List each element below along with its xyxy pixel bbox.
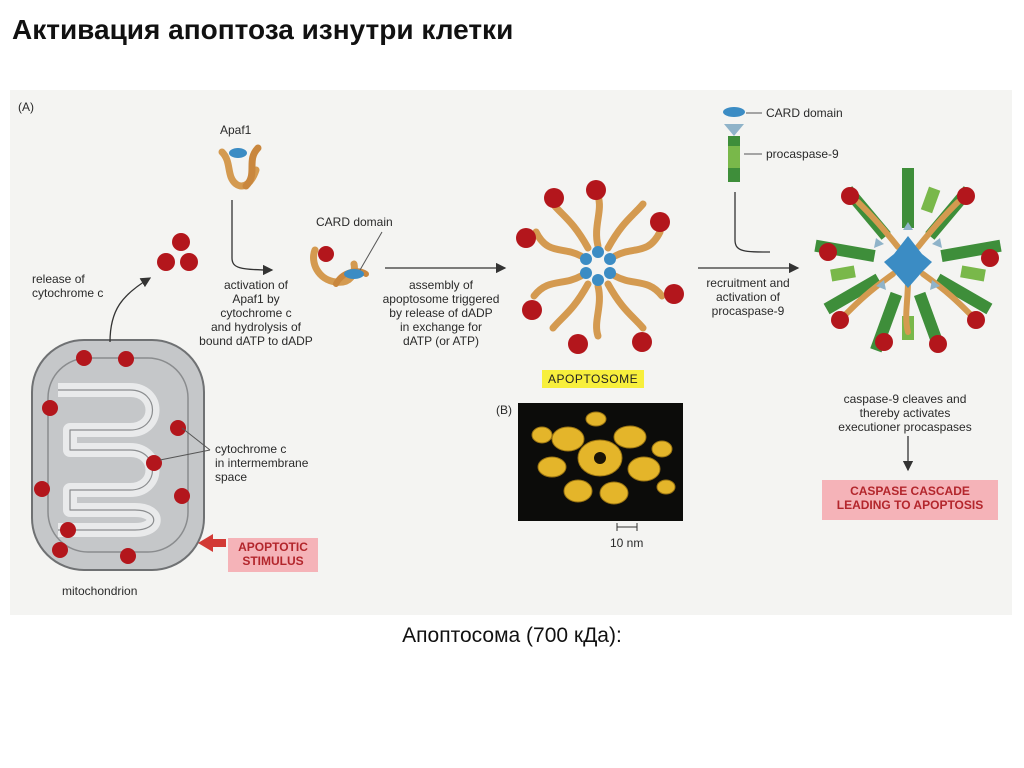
card-domain-label-2: CARD domain bbox=[766, 106, 843, 120]
panel-a-label: (A) bbox=[18, 100, 34, 114]
apoptosome-em-image bbox=[518, 403, 683, 521]
activation-line-2: Apaf1 by bbox=[232, 292, 280, 306]
cytc-line-1: cytochrome c bbox=[215, 442, 287, 456]
mitochondrion bbox=[31, 339, 205, 571]
stimulus-line-2: STIMULUS bbox=[242, 554, 304, 568]
recruitment-line-1: recruitment and bbox=[706, 276, 790, 290]
assembly-line-4: in exchange for bbox=[399, 320, 483, 334]
apoptosome bbox=[516, 180, 684, 354]
assembly-label: assembly of apoptosome triggered by rele… bbox=[366, 278, 516, 348]
cytochrome-c-dots-mito bbox=[34, 350, 190, 564]
assembly-line-1: assembly of bbox=[408, 278, 474, 292]
figure-caption: Апоптосома (700 кДа): bbox=[402, 624, 622, 647]
apaf1-label: Apaf1 bbox=[220, 123, 252, 137]
assembly-line-2: apoptosome triggered bbox=[382, 292, 500, 306]
cytc-line-3: space bbox=[215, 470, 248, 484]
assembly-line-5: dATP (or ATP) bbox=[402, 334, 480, 348]
activation-label: activation of Apaf1 by cytochrome c and … bbox=[186, 278, 326, 348]
apaf1-inactive bbox=[218, 144, 262, 190]
scale-bar-label: 10 nm bbox=[610, 536, 644, 550]
cleave-line-1: caspase-9 cleaves and bbox=[843, 392, 967, 406]
stimulus-line-1: APOPTOTIC bbox=[238, 540, 308, 554]
panel-b-label: (B) bbox=[496, 403, 512, 417]
apoptosome-label: APOPTOSOME bbox=[542, 370, 645, 388]
apoptotic-stimulus-box: APOPTOTIC STIMULUS bbox=[228, 538, 318, 572]
cleave-label: caspase-9 cleaves and thereby activates … bbox=[820, 392, 990, 434]
cleave-line-3: executioner procaspases bbox=[838, 420, 972, 434]
mitochondrion-label: mitochondrion bbox=[62, 584, 138, 598]
procaspase-9-label: procaspase-9 bbox=[766, 147, 839, 161]
caspase-cascade-box: CASPASE CASCADE LEADING TO APOPTOSIS bbox=[822, 480, 998, 520]
stimulus-arrow bbox=[198, 534, 226, 552]
procaspase-9 bbox=[723, 107, 762, 182]
release-line-2: cytochrome c bbox=[32, 286, 104, 300]
released-cytochrome-c bbox=[157, 233, 198, 271]
recruitment-label: recruitment and activation of procaspase… bbox=[688, 276, 808, 318]
activation-line-3: cytochrome c bbox=[220, 306, 292, 320]
cleave-line-2: thereby activates bbox=[859, 406, 951, 420]
activation-line-4: and hydrolysis of bbox=[210, 320, 302, 334]
release-label: release of cytochrome c bbox=[32, 272, 103, 300]
recruitment-line-2: activation of bbox=[715, 290, 781, 304]
card-domain-label-1: CARD domain bbox=[316, 215, 393, 229]
cascade-line-2: LEADING TO APOPTOSIS bbox=[836, 498, 984, 512]
page-title: Активация апоптоза изнутри клетки bbox=[12, 14, 514, 45]
diagram-graphics bbox=[31, 107, 1002, 571]
apaf1-active bbox=[310, 231, 383, 287]
cascade-line-1: CASPASE CASCADE bbox=[850, 484, 970, 498]
apoptosis-figure: (A) (B) Apaf1 CARD domain CARD domain pr… bbox=[10, 90, 1012, 615]
cytochrome-intermembrane-label: cytochrome c in intermembrane space bbox=[215, 442, 308, 484]
active-apoptosome bbox=[814, 168, 1002, 353]
assembly-line-3: by release of dADP bbox=[389, 306, 493, 320]
release-line-1: release of bbox=[32, 272, 85, 286]
activation-line-5: bound dATP to dADP bbox=[199, 334, 313, 348]
recruitment-line-3: procaspase-9 bbox=[711, 304, 785, 318]
cytc-line-2: in intermembrane bbox=[215, 456, 309, 470]
activation-line-1: activation of bbox=[223, 278, 289, 292]
